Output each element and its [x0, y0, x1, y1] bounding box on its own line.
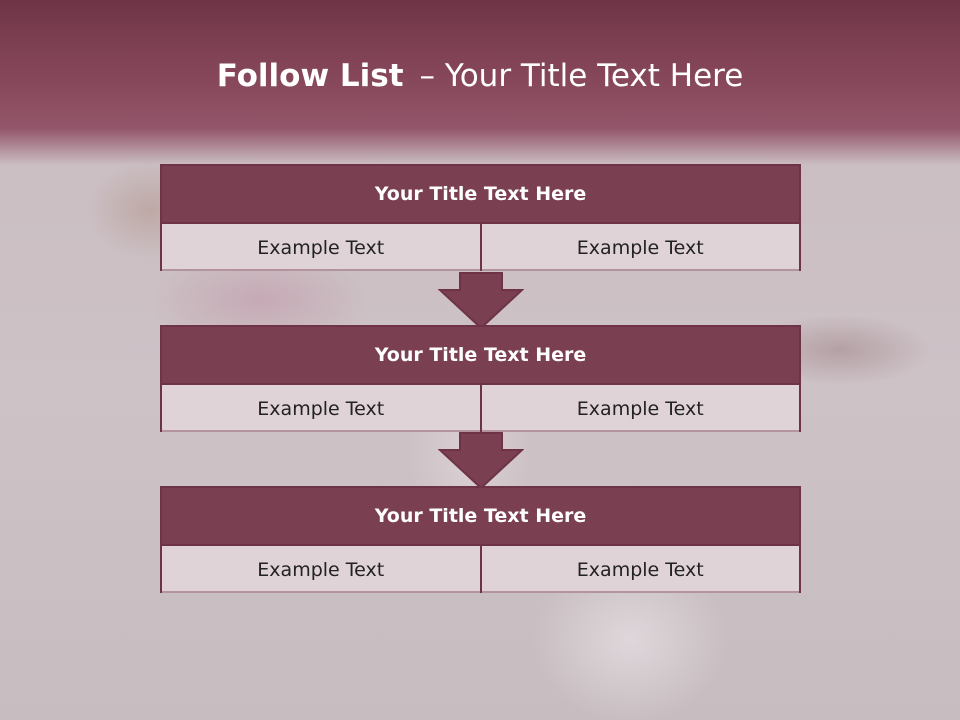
title-rest: – Your Title Text Here	[419, 58, 744, 94]
block-cell-right: Example Text	[479, 546, 799, 593]
down-arrow-icon	[438, 272, 524, 330]
block-title: Your Title Text Here	[162, 488, 799, 546]
block-row: Example Text Example Text	[162, 385, 799, 432]
slide-title: Follow List – Your Title Text Here	[0, 52, 960, 100]
block-row: Example Text Example Text	[162, 546, 799, 593]
block-cell-left: Example Text	[162, 546, 480, 593]
list-block: Your Title Text Here Example Text Exampl…	[160, 325, 801, 432]
title-bold: Follow List	[216, 58, 404, 94]
list-block: Your Title Text Here Example Text Exampl…	[160, 164, 801, 271]
block-cell-right: Example Text	[479, 385, 799, 432]
block-cell-left: Example Text	[162, 385, 480, 432]
block-cell-left: Example Text	[162, 224, 480, 271]
block-row: Example Text Example Text	[162, 224, 799, 271]
header-band	[0, 0, 960, 165]
down-arrow-icon	[438, 432, 524, 490]
block-cell-right: Example Text	[479, 224, 799, 271]
list-block: Your Title Text Here Example Text Exampl…	[160, 486, 801, 593]
block-title: Your Title Text Here	[162, 166, 799, 224]
block-title: Your Title Text Here	[162, 327, 799, 385]
